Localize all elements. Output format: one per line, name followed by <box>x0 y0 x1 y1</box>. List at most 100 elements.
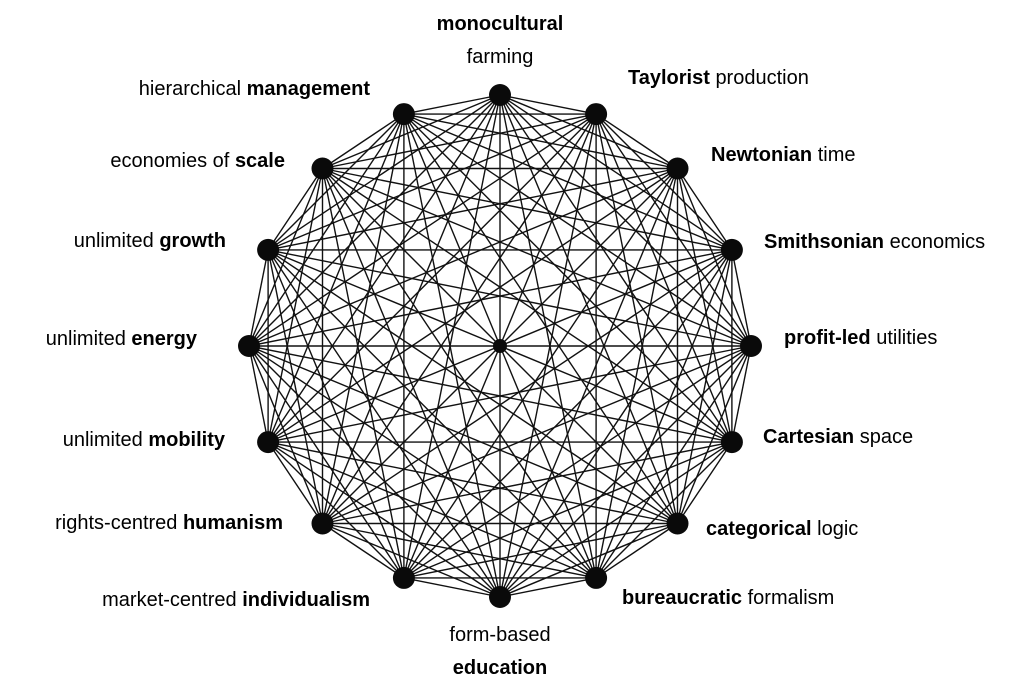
label-normal-text: formalism <box>747 587 835 609</box>
graph-edge <box>403 577 501 598</box>
graph-node-categorical-logic <box>666 512 689 535</box>
graph-edge <box>248 345 269 443</box>
graph-edge <box>321 168 405 579</box>
graph-edge <box>322 113 405 170</box>
label-normal-text: unlimited <box>45 328 126 350</box>
graph-edge <box>248 113 405 347</box>
node-label-categorical-logic: categorical logic <box>706 517 858 541</box>
graph-edge <box>322 522 597 579</box>
graph-edge <box>248 345 405 579</box>
graph-edge <box>248 345 733 443</box>
graph-edge <box>267 167 678 443</box>
label-bold-text: humanism <box>182 512 283 534</box>
label-bold-text: bureaucratic <box>622 587 743 609</box>
graph-edge <box>267 249 501 598</box>
label-bold-text: monocultural <box>436 13 564 35</box>
node-label-economies-of-scale: economies of scale <box>110 149 285 173</box>
graph-edge <box>595 522 678 579</box>
graph-edge <box>403 113 679 524</box>
graph-edge <box>267 249 752 347</box>
graph-edge <box>248 345 678 525</box>
node-label-bureaucratic-formalism: bureaucratic formalism <box>622 586 834 610</box>
graph-edge <box>676 441 733 524</box>
graph-edge <box>595 113 752 347</box>
graph-edge <box>267 113 405 443</box>
label-normal-text: utilities <box>876 327 938 349</box>
label-normal-text: economies of <box>110 150 230 172</box>
graph-edge <box>499 577 597 598</box>
edge-layer <box>248 94 752 598</box>
label-bold-text: mobility <box>148 429 225 451</box>
graph-edge <box>321 113 597 524</box>
label-normal-text: hierarchical <box>138 78 242 100</box>
label-bold-text: growth <box>159 230 226 252</box>
node-label-hierarchical-management: hierarchical management <box>139 77 370 101</box>
graph-edge <box>267 113 405 251</box>
graph-edge <box>499 94 733 251</box>
graph-node-monocultural-farming <box>489 84 511 106</box>
graph-edge <box>403 168 679 579</box>
graph-edge <box>676 168 733 251</box>
graph-edge <box>248 168 324 347</box>
graph-node-newtonian-time <box>666 157 689 180</box>
label-normal-text: rights-centred <box>55 512 178 534</box>
node-label-unlimited-mobility: unlimited mobility <box>63 428 225 452</box>
label-bold-text: energy <box>131 328 197 350</box>
graph-node-hierarchical-management <box>392 103 415 126</box>
label-normal-text: unlimited <box>62 429 143 451</box>
graph-edge <box>322 167 733 443</box>
graph-edge <box>403 113 752 347</box>
graph-node-profit-led-utilities <box>740 335 762 357</box>
node-label-unlimited-growth: unlimited growth <box>74 229 226 253</box>
graph-edge <box>731 249 752 347</box>
graph-edge <box>499 94 597 579</box>
graph-edge <box>595 113 678 170</box>
graph-edge <box>248 345 324 524</box>
label-bold-text: management <box>246 78 370 100</box>
node-label-profit-led-utilities: profit-led utilities <box>784 326 937 350</box>
graph-edge <box>248 249 733 347</box>
label-bold-text: Smithsonian <box>764 231 885 253</box>
graph-edge <box>267 94 501 251</box>
graph-edge <box>267 249 678 525</box>
label-bold-text: scale <box>234 150 285 172</box>
graph-edge <box>403 94 501 115</box>
graph-edge <box>731 345 752 443</box>
node-label-cartesian-space: Cartesian space <box>763 425 913 449</box>
graph-node-bureaucratic-formalism <box>585 566 608 589</box>
label-normal-text: logic <box>817 518 859 540</box>
label-bold-text: Cartesian <box>763 426 855 448</box>
node-label-form-based-education: form-based education <box>449 619 550 685</box>
graph-edge <box>267 168 324 251</box>
center-dot <box>493 339 507 353</box>
label-bold-text: Taylorist <box>628 67 710 89</box>
graph-edge <box>267 441 405 579</box>
graph-edge <box>248 345 597 579</box>
graph-edge <box>403 113 678 170</box>
node-label-newtonian-time: Newtonian time <box>711 143 855 167</box>
label-bold-text: individualism <box>242 589 370 611</box>
graph-edge <box>403 113 733 443</box>
graph-edge <box>676 168 733 443</box>
graph-edge <box>267 441 501 598</box>
label-bold-text: Newtonian <box>711 144 813 166</box>
graph-edge <box>403 113 501 598</box>
graph-node-economies-of-scale <box>311 157 334 180</box>
graph-edge <box>499 441 733 598</box>
label-normal-text: production <box>715 67 809 89</box>
graph-edge <box>322 249 733 525</box>
label-normal-text: farming <box>466 46 534 68</box>
graph-edge <box>321 113 405 524</box>
label-normal-text: form-based <box>449 624 551 646</box>
label-normal-text: unlimited <box>73 230 154 252</box>
graph-edge <box>322 522 501 598</box>
graph-node-market-centred-individualism <box>392 566 415 589</box>
graph-edge <box>403 522 678 579</box>
graph-edge <box>499 113 597 598</box>
node-label-unlimited-energy: unlimited energy <box>46 327 197 351</box>
graph-edge <box>267 249 405 579</box>
graph-edge <box>322 522 405 579</box>
graph-node-unlimited-growth <box>257 238 280 261</box>
